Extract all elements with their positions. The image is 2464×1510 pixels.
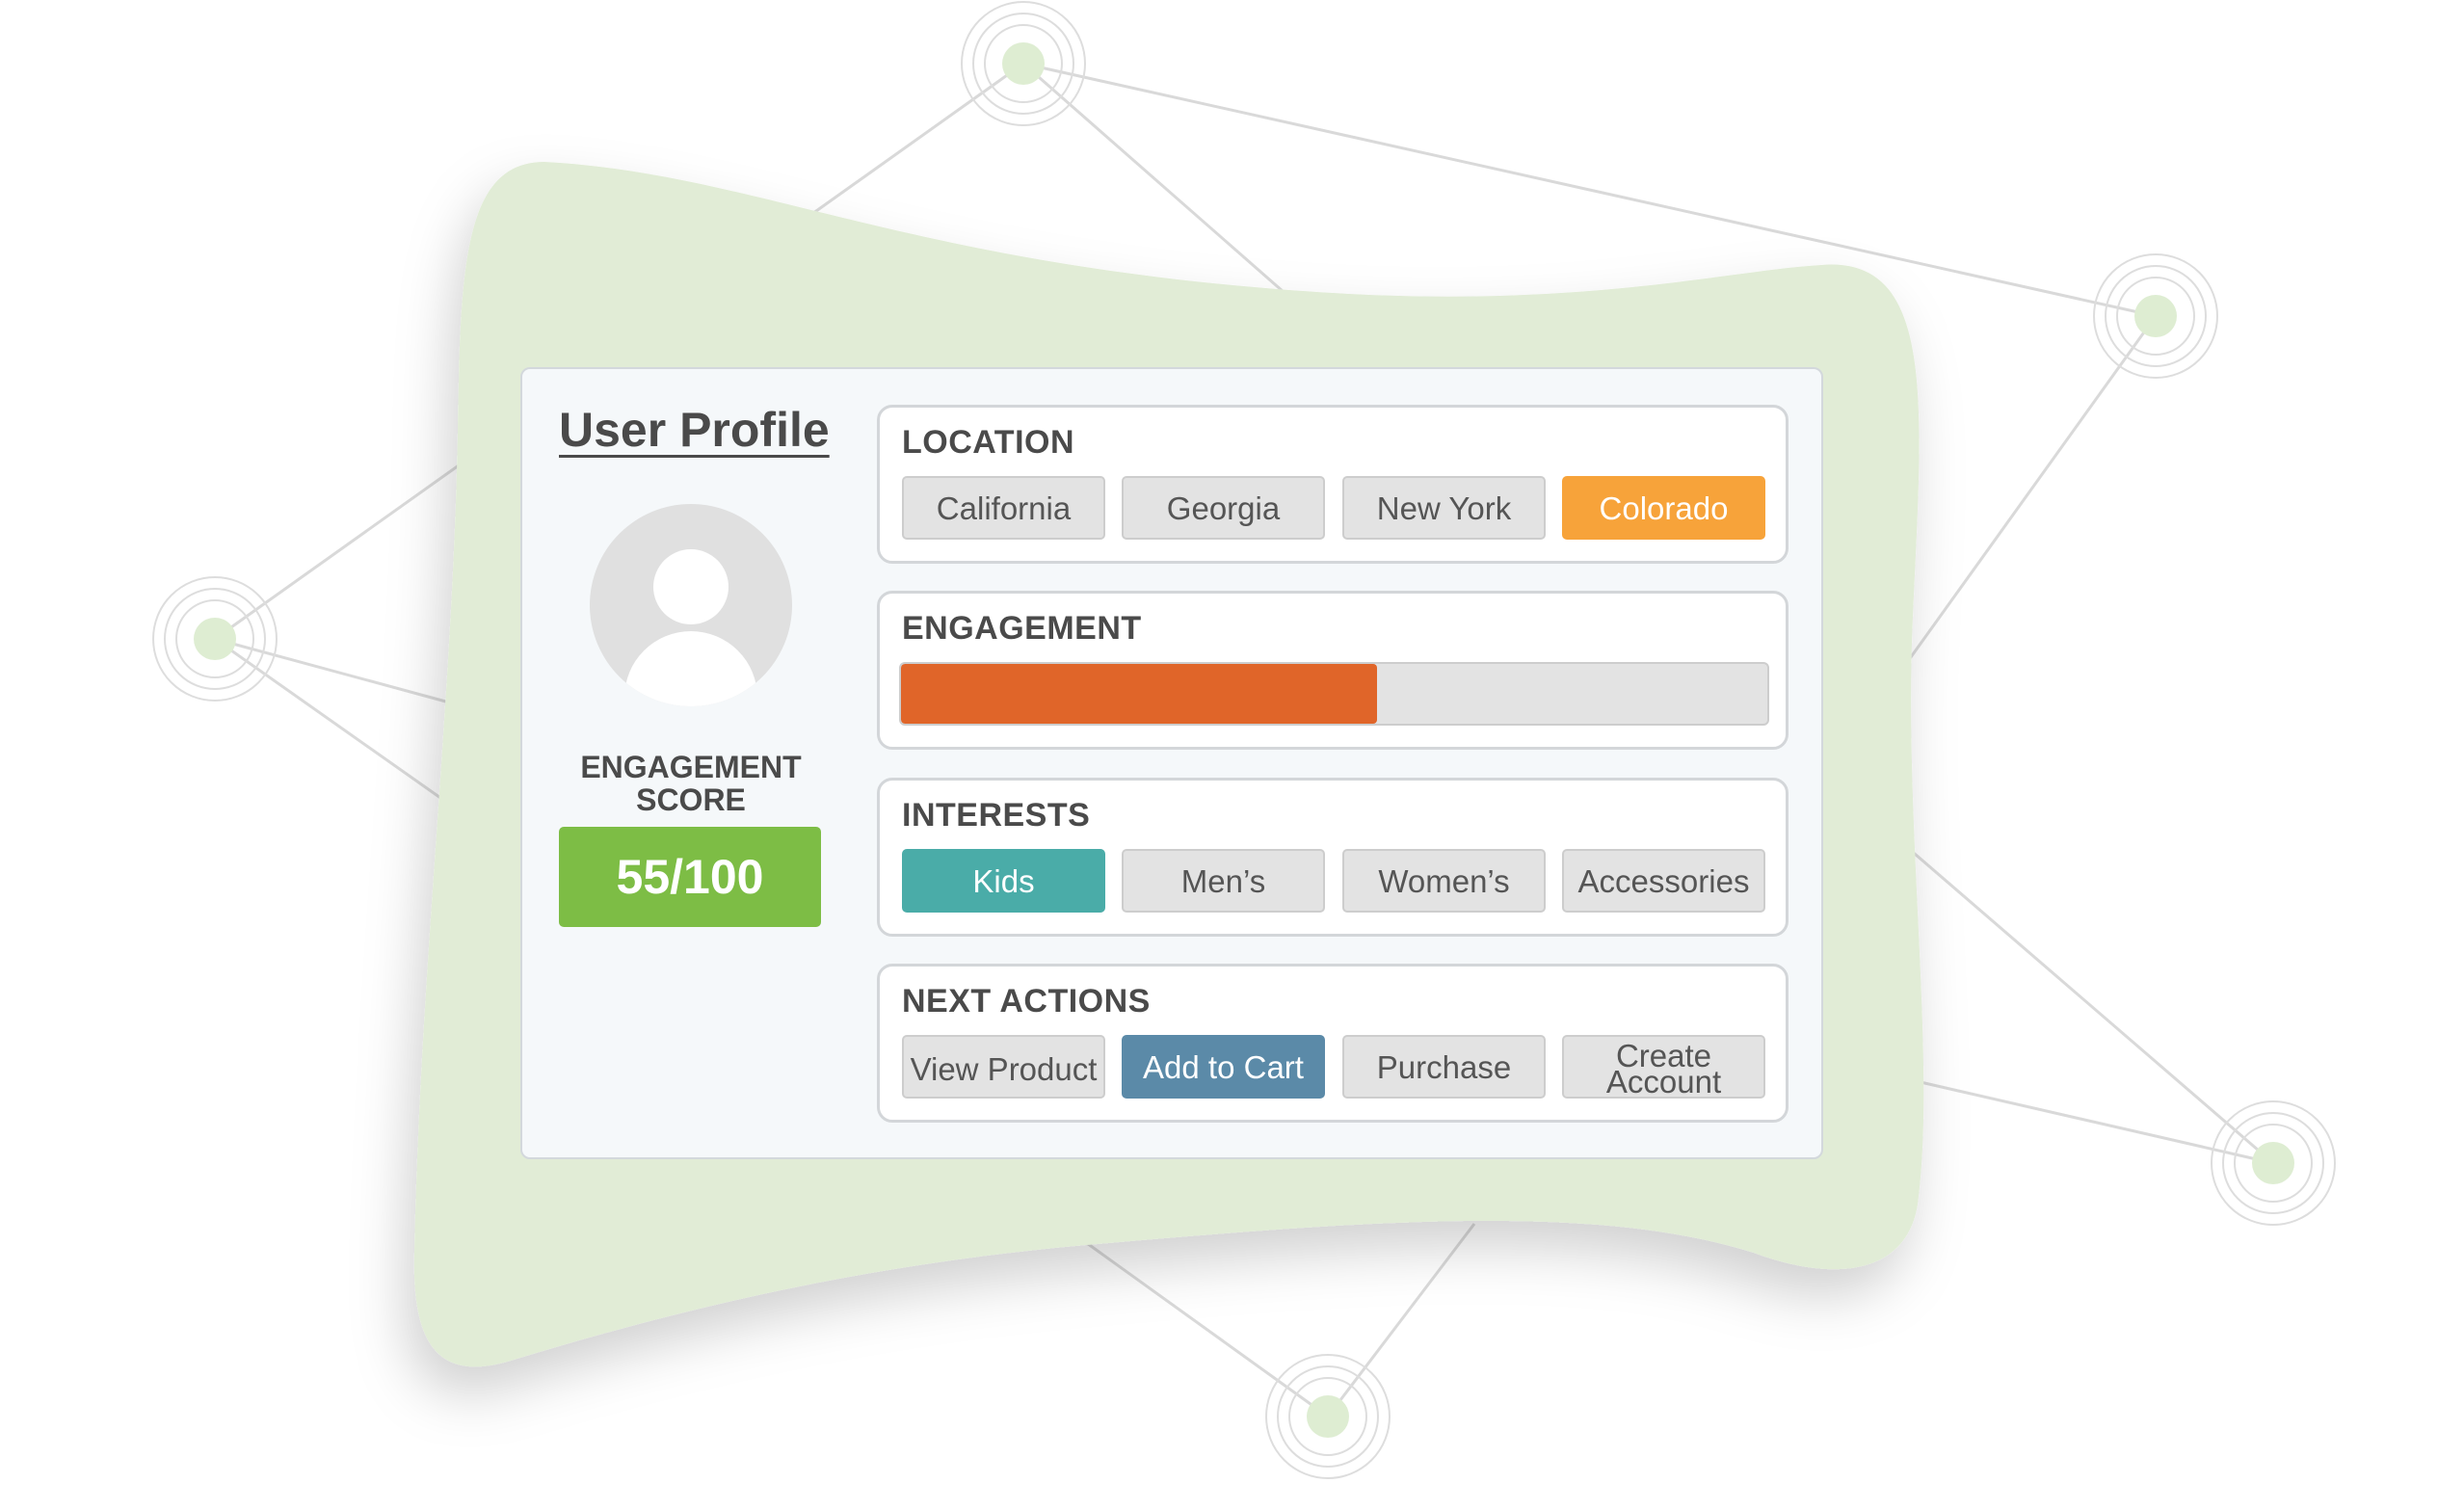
- interest-chip-mens[interactable]: Men’s: [1122, 849, 1325, 913]
- interests-title: INTERESTS: [902, 797, 1091, 834]
- engagement-section: ENGAGEMENT: [877, 591, 1788, 750]
- engagement-score-badge: 55/100: [559, 827, 821, 927]
- network-node: [2211, 1100, 2336, 1226]
- location-chip-new-york[interactable]: New York: [1342, 476, 1546, 540]
- location-chip-georgia[interactable]: Georgia: [1122, 476, 1325, 540]
- interest-chip-womens[interactable]: Women’s: [1342, 849, 1546, 913]
- next-actions-title: NEXT ACTIONS: [902, 983, 1151, 1020]
- user-profile-card: User Profile ENGAGEMENT SCORE 55/100 LOC…: [520, 367, 1823, 1159]
- interests-section: INTERESTS Kids Men’s Women’s Accessories: [877, 778, 1788, 937]
- network-node: [2093, 253, 2218, 379]
- network-nodes: [152, 1, 2336, 1479]
- engagement-score-label-line2: SCORE: [636, 782, 746, 817]
- network-node: [1265, 1354, 1391, 1479]
- action-button-create-account[interactable]: Create Account: [1562, 1035, 1765, 1099]
- action-button-add-to-cart[interactable]: Add to Cart: [1122, 1035, 1325, 1099]
- engagement-title: ENGAGEMENT: [902, 610, 1142, 647]
- location-chip-colorado[interactable]: Colorado: [1562, 476, 1765, 540]
- network-node: [152, 576, 278, 702]
- interest-chip-kids[interactable]: Kids: [902, 849, 1105, 913]
- avatar-body: [624, 631, 757, 706]
- engagement-score-label: ENGAGEMENT SCORE: [551, 751, 831, 816]
- action-button-view-product[interactable]: View Product: [902, 1035, 1105, 1099]
- avatar-head: [653, 549, 729, 624]
- location-section: LOCATION California Georgia New York Col…: [877, 405, 1788, 564]
- engagement-score-label-line1: ENGAGEMENT: [580, 750, 802, 784]
- interest-chip-accessories[interactable]: Accessories: [1562, 849, 1765, 913]
- action-button-purchase[interactable]: Purchase: [1342, 1035, 1546, 1099]
- location-title: LOCATION: [902, 424, 1075, 461]
- network-node: [961, 1, 1086, 126]
- engagement-progress-bar: [899, 662, 1769, 726]
- network-lines: [214, 62, 2274, 1418]
- location-chip-california[interactable]: California: [902, 476, 1105, 540]
- user-avatar-icon: [590, 504, 792, 706]
- profile-title: User Profile: [559, 403, 830, 457]
- engagement-progress-fill: [901, 664, 1378, 724]
- next-actions-section: NEXT ACTIONS View Product Add to Cart Pu…: [877, 964, 1788, 1123]
